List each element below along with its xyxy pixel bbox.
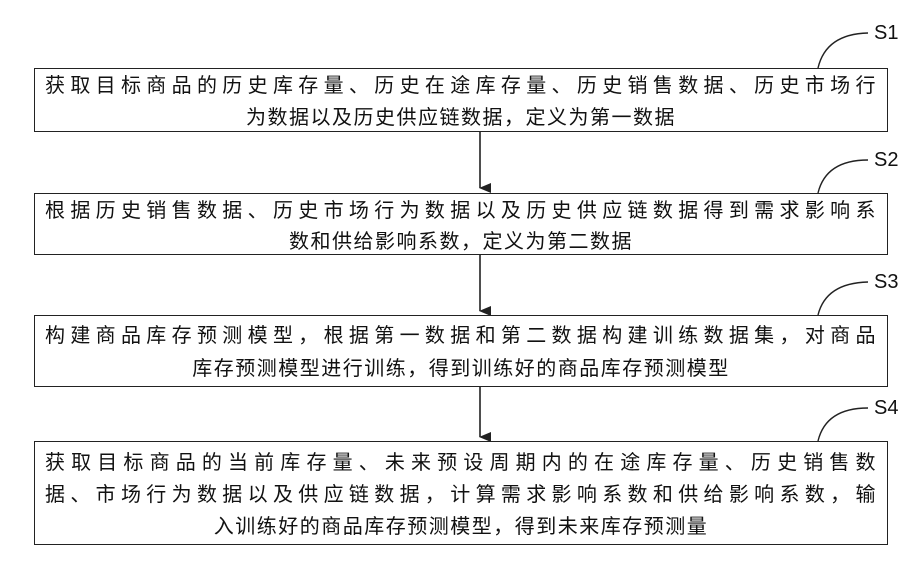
- step-s4-line-2: 据、市场行为数据以及供应链数据，计算需求影响系数和供给影响系数，输: [45, 478, 877, 510]
- leader-curve-s3: [818, 282, 868, 315]
- step-box-s1: 获取目标商品的历史库存量、历史在途库存量、历史销售数据、历史市场行 为数据以及历…: [34, 68, 888, 132]
- step-s3-line-1: 构建商品库存预测模型，根据第一数据和第二数据构建训练数据集，对商品: [45, 319, 877, 351]
- leader-curve-s2: [818, 160, 868, 193]
- step-box-s3: 构建商品库存预测模型，根据第一数据和第二数据构建训练数据集，对商品 库存预测模型…: [34, 315, 888, 387]
- step-box-s2: 根据历史销售数据、历史市场行为数据以及历史供应链数据得到需求影响系 数和供给影响…: [34, 193, 888, 255]
- step-label-s2: S2: [874, 149, 898, 171]
- step-s1-line-1: 获取目标商品的历史库存量、历史在途库存量、历史销售数据、历史市场行: [45, 69, 877, 101]
- leader-curve-s4: [818, 408, 868, 441]
- step-s2-line-2: 数和供给影响系数，定义为第二数据: [45, 225, 877, 257]
- step-label-s4: S4: [874, 397, 898, 419]
- step-s4-line-3: 入训练好的商品库存预测模型，得到未来库存预测量: [45, 510, 877, 542]
- step-s2-line-1: 根据历史销售数据、历史市场行为数据以及历史供应链数据得到需求影响系: [45, 194, 877, 226]
- step-label-s1: S1: [874, 22, 898, 44]
- step-s3-line-2: 库存预测模型进行训练，得到训练好的商品库存预测模型: [45, 352, 877, 384]
- step-s4-line-1: 获取目标商品的当前库存量、未来预设周期内的在途库存量、历史销售数: [45, 446, 877, 478]
- step-box-s4: 获取目标商品的当前库存量、未来预设周期内的在途库存量、历史销售数 据、市场行为数…: [34, 441, 888, 545]
- step-s1-line-2: 为数据以及历史供应链数据，定义为第一数据: [45, 101, 877, 133]
- leader-curve-s1: [818, 33, 868, 68]
- step-label-s3: S3: [874, 271, 898, 293]
